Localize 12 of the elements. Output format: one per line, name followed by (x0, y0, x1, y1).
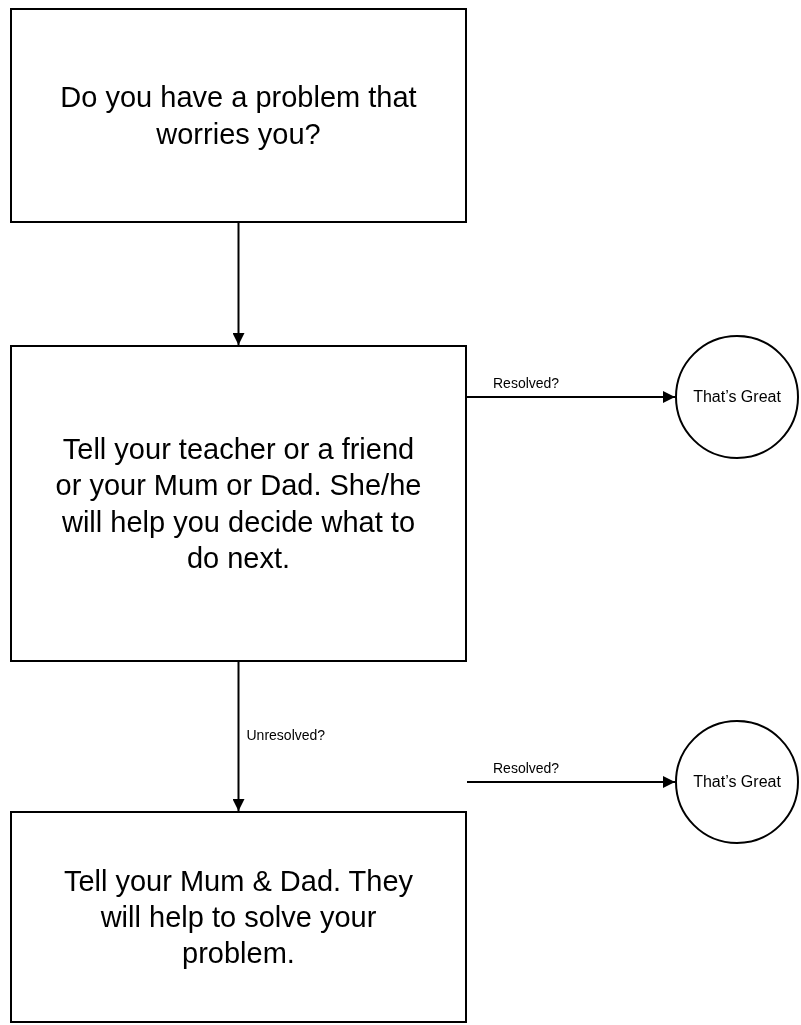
arrow (232, 661, 245, 812)
end-circle: That’s Great (675, 720, 799, 844)
arrow (466, 391, 676, 403)
arrow (232, 222, 245, 346)
edge-label: Resolved? (491, 760, 562, 776)
edge-label: Resolved? (491, 375, 562, 391)
edge-label: Unresolved? (245, 726, 327, 743)
end-circle: That’s Great (675, 335, 799, 459)
arrow (466, 776, 676, 788)
process-box: Tell your teacher or a friend or your Mum or Dad. She/he will help you decide what to do next. (10, 345, 467, 662)
process-box: Do you have a problem that worries you? (10, 8, 467, 223)
process-box: Tell your Mum & Dad. They will help to solve your problem. (10, 811, 467, 1023)
